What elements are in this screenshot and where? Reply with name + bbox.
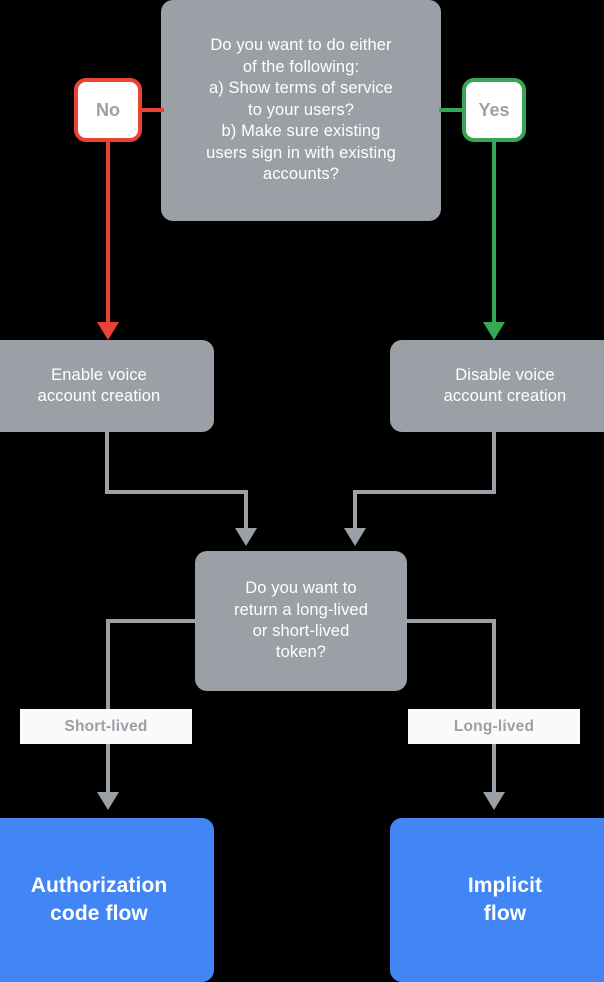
node-question-terms: Do you want to do either of the followin…	[161, 0, 441, 221]
connector-enable-across	[105, 490, 248, 494]
question-token-line-1: Do you want to	[245, 579, 357, 598]
node-enable-voice: Enable voice account creation	[0, 340, 214, 432]
connector-disable-into-token	[353, 490, 357, 532]
pill-no-label: No	[96, 99, 120, 120]
connector-enable-into-token	[244, 490, 248, 532]
arrowhead-enable-to-token	[235, 528, 257, 546]
authorization-code-flow-line-2: code flow	[50, 902, 148, 925]
pill-no[interactable]: No	[74, 78, 142, 142]
connector-yes-stub	[439, 108, 465, 112]
node-authorization-code-flow: Authorization code flow	[0, 818, 214, 982]
node-question-token: Do you want to return a long-lived or sh…	[195, 551, 407, 691]
connector-no-vertical	[106, 140, 110, 332]
connector-token-left-down	[106, 619, 110, 796]
node-implicit-flow: Implicit flow	[390, 818, 604, 982]
connector-yes-vertical	[492, 140, 496, 332]
arrowhead-disable-to-token	[344, 528, 366, 546]
question-terms-line-6: users sign in with existing	[206, 143, 396, 162]
connector-enable-down	[105, 432, 109, 494]
authorization-code-flow-line-1: Authorization	[30, 873, 168, 897]
implicit-flow-line-1: Implicit	[467, 873, 543, 897]
question-terms-line-3: a) Show terms of service	[209, 79, 393, 98]
question-terms-line-5: b) Make sure existing	[221, 122, 381, 141]
edge-label-short-lived-text: Short-lived	[64, 717, 148, 735]
connector-disable-across	[353, 490, 496, 494]
question-token-line-3: or short-lived	[252, 622, 350, 640]
pill-yes[interactable]: Yes	[462, 78, 526, 142]
question-terms-line-4: to your users?	[248, 100, 354, 119]
connector-token-left-across	[106, 619, 198, 623]
disable-voice-line-2: account creation	[443, 387, 567, 405]
edge-label-short-lived: Short-lived	[20, 709, 192, 744]
pill-yes-label: Yes	[478, 99, 510, 120]
arrowhead-yes	[483, 322, 505, 340]
enable-voice-line-1: Enable voice	[51, 365, 147, 384]
edge-label-long-lived-text: Long-lived	[453, 717, 535, 735]
connector-token-right-down	[492, 619, 496, 796]
arrowhead-short-lived	[97, 792, 119, 810]
connector-no-stub	[138, 108, 164, 112]
connector-disable-down	[492, 432, 496, 494]
enable-voice-line-2: account creation	[37, 387, 161, 405]
arrowhead-long-lived	[483, 792, 505, 810]
question-terms-line-7: accounts?	[262, 165, 340, 184]
edge-label-long-lived: Long-lived	[408, 709, 580, 744]
question-terms-line-2: of the following:	[242, 57, 360, 76]
node-disable-voice: Disable voice account creation	[390, 340, 604, 432]
disable-voice-line-1: Disable voice	[455, 365, 555, 384]
question-token-line-2: return a long-lived	[234, 600, 368, 619]
arrowhead-no	[97, 322, 119, 340]
question-terms-line-1: Do you want to do either	[210, 36, 392, 55]
connector-token-right-across	[404, 619, 496, 623]
question-token-line-4: token?	[275, 643, 327, 662]
implicit-flow-line-2: flow	[483, 902, 527, 925]
